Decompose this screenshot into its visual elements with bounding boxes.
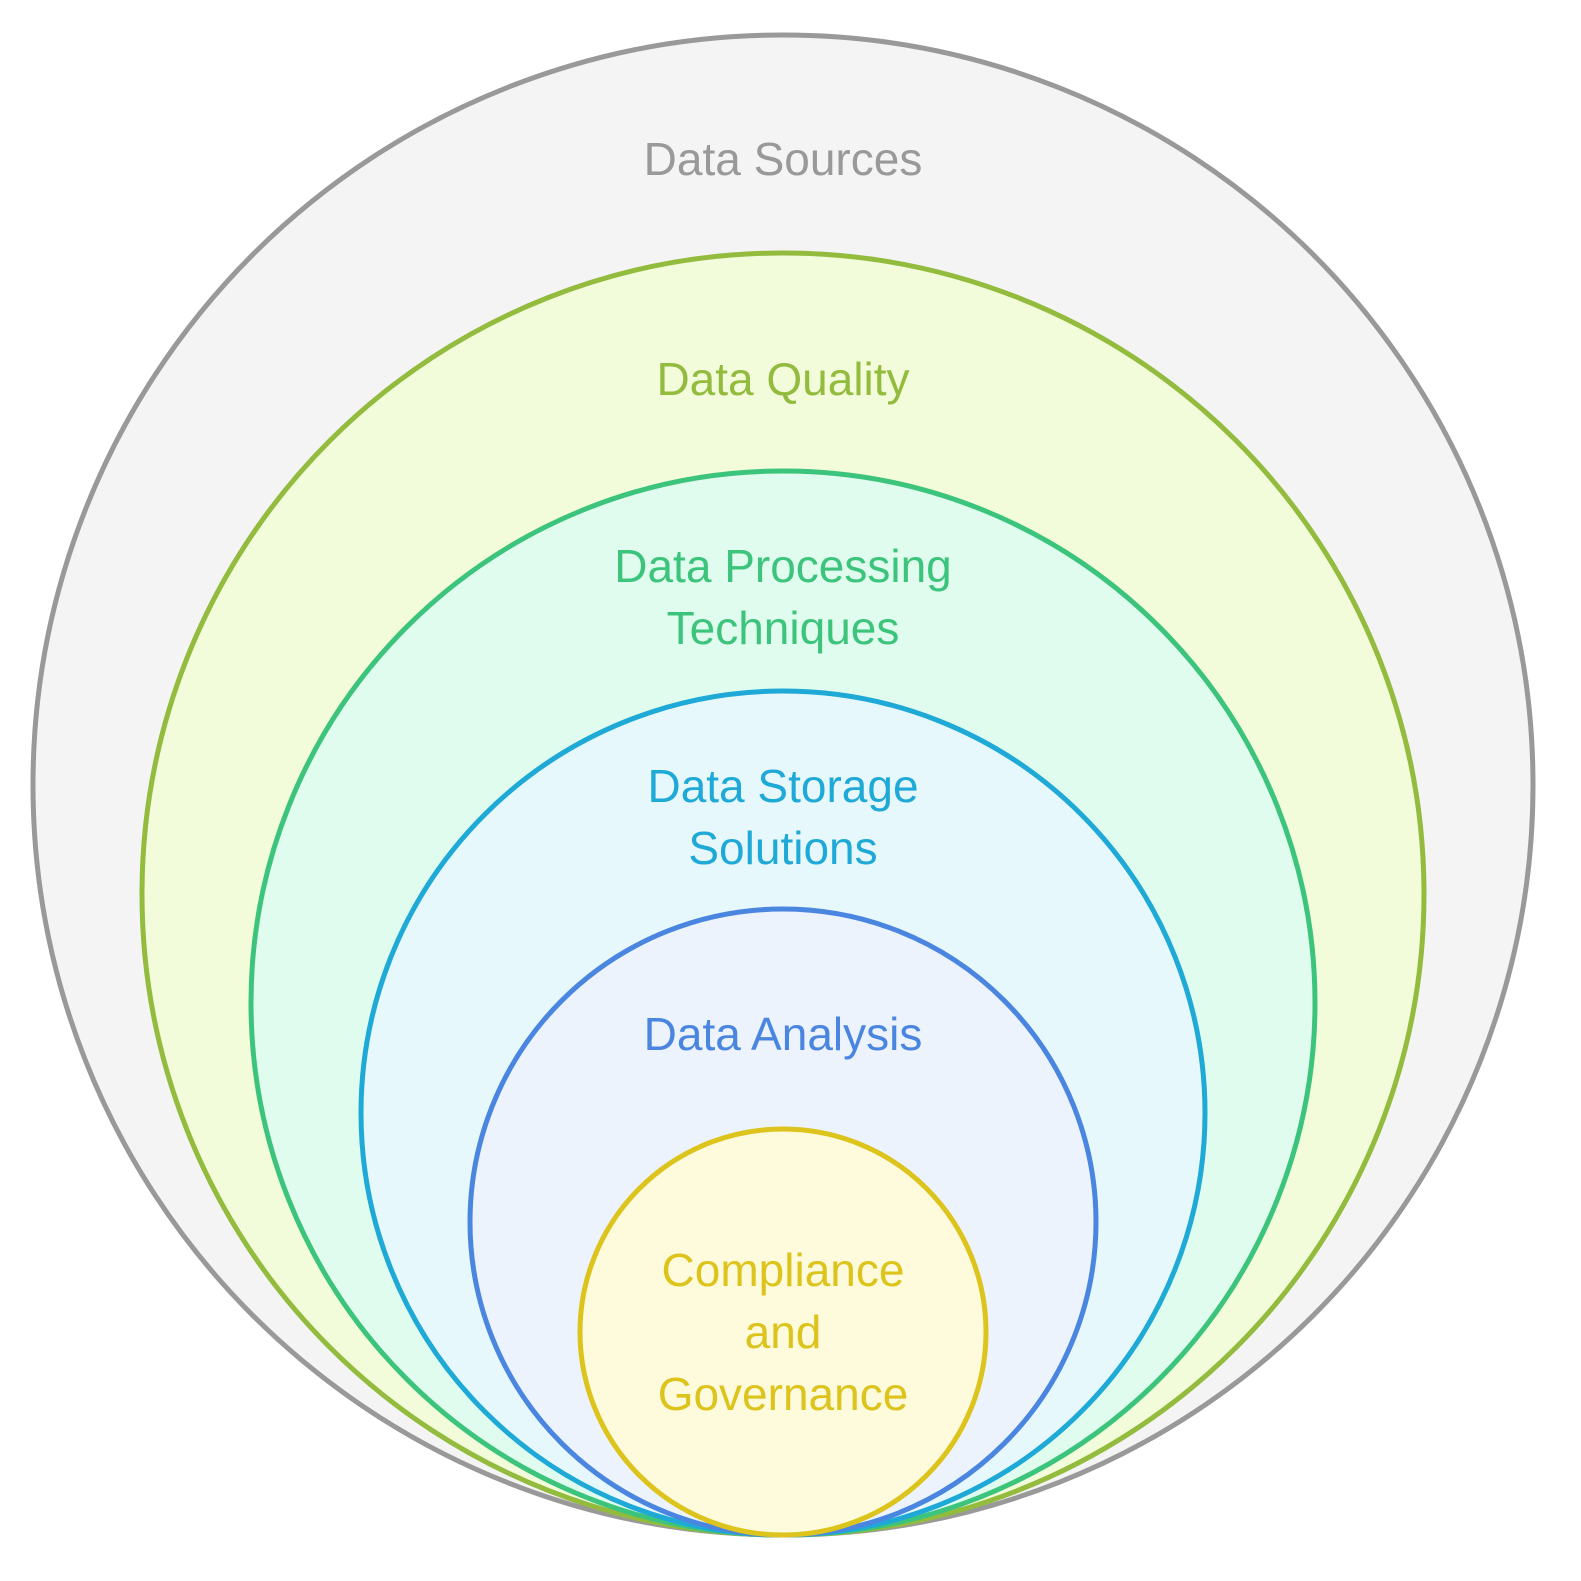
ring-label-data-analysis: Data Analysis (644, 1008, 923, 1060)
ring-label-line: Data Quality (656, 353, 909, 405)
ring-label-line: Data Processing (614, 540, 952, 592)
ring-label-data-quality: Data Quality (656, 353, 909, 405)
ring-label-line: Governance (658, 1368, 909, 1420)
ring-label-line: Compliance (662, 1244, 905, 1296)
ring-circle-compliance-and-governance (577, 1126, 989, 1538)
ring-label-line: Techniques (667, 602, 900, 654)
ring-label-line: Data Sources (644, 133, 923, 185)
ring-label-line: Data Storage (647, 760, 918, 812)
ring-label-line: Solutions (688, 822, 877, 874)
ring-label-line: Data Analysis (644, 1008, 923, 1060)
ring-label-data-sources: Data Sources (644, 133, 923, 185)
ring-label-line: and (745, 1306, 822, 1358)
